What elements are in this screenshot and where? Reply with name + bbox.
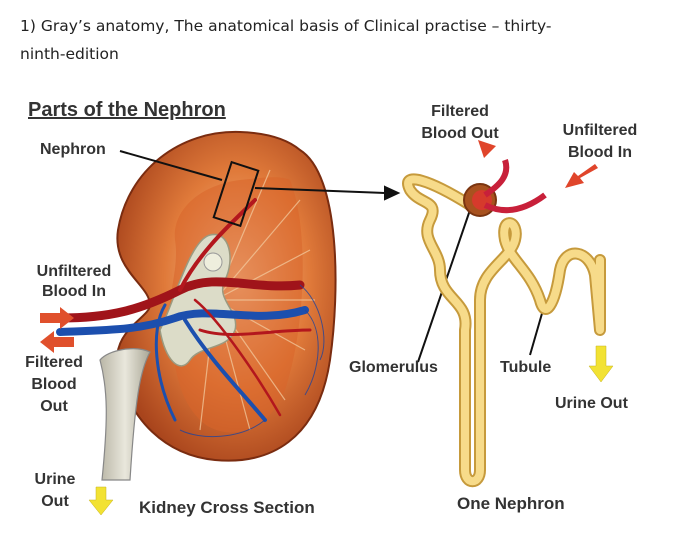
label-line: Blood In bbox=[42, 283, 106, 300]
afferent-arteriole bbox=[483, 159, 510, 198]
calyx bbox=[203, 252, 223, 272]
label-one-nephron: One Nephron bbox=[457, 494, 565, 513]
figure-caption: 1) Gray’s anatomy, The anatomical basis … bbox=[20, 12, 580, 68]
label-urine-out-right: Urine Out bbox=[555, 395, 628, 412]
fine-vessels bbox=[179, 284, 325, 438]
diagram-title: Parts of the Nephron bbox=[28, 99, 226, 121]
label-glomerulus: Glomerulus bbox=[349, 359, 438, 376]
label-unfiltered-blood-in-right: Unfiltered Blood In bbox=[540, 120, 660, 164]
label-nephron: Nephron bbox=[40, 141, 106, 158]
label-tubule: Tubule bbox=[500, 359, 552, 376]
label-line: Urine bbox=[34, 471, 76, 488]
efferent-arteriole bbox=[483, 192, 547, 214]
nephron-box bbox=[212, 160, 260, 228]
label-line: Out bbox=[40, 398, 68, 415]
label-line: Unfiltered bbox=[562, 122, 638, 139]
label-line: Out bbox=[41, 493, 69, 510]
unfiltered-blood-in-arrow bbox=[565, 164, 598, 188]
label-unfiltered-blood-in-left: Unfiltered Blood In bbox=[18, 262, 130, 302]
label-line: Filtered bbox=[25, 354, 83, 371]
label-line: Blood Out bbox=[421, 125, 499, 142]
left-blood-arrows bbox=[40, 307, 74, 353]
nephron-tubule bbox=[402, 173, 606, 488]
label-urine-out-left: Urine Out bbox=[20, 469, 90, 513]
label-line: Unfiltered bbox=[36, 263, 112, 280]
label-line: Filtered bbox=[431, 103, 489, 120]
caption-line-2: ninth-edition bbox=[20, 45, 119, 63]
urine-arrow-left bbox=[88, 486, 114, 516]
filtered-blood-out-arrow bbox=[478, 140, 497, 160]
label-filtered-blood-out-right: Filtered Blood Out bbox=[400, 101, 520, 145]
caption-line-1: 1) Gray’s anatomy, The anatomical basis … bbox=[20, 17, 552, 35]
label-kidney-cross-section: Kidney Cross Section bbox=[139, 498, 315, 517]
urine-arrow-right bbox=[588, 345, 614, 383]
ureter bbox=[99, 348, 151, 481]
label-line: Blood bbox=[31, 376, 77, 393]
label-filtered-blood-out-left: Filtered Blood Out bbox=[14, 352, 94, 418]
label-line: Blood In bbox=[568, 144, 632, 161]
kidney-vessels bbox=[55, 198, 312, 422]
